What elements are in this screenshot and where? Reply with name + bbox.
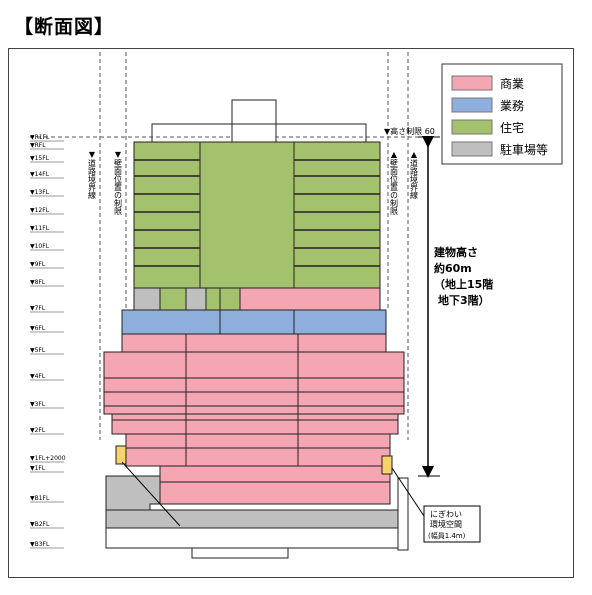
setback-label-right-inner: ▲壁面位置の制限 [390,150,399,216]
legend-swatch-parking [451,141,493,157]
residential-floor-lines [134,159,380,267]
floor-level-label: ▼10FL [30,243,50,250]
annotation-box [423,505,481,543]
building-height-line3: （地上15階 [434,277,493,291]
office-floor [121,309,387,335]
annotation-leader-left [121,461,181,527]
entrance-right [381,455,393,475]
page-title: 【断面図】 [14,16,115,38]
floor-level-label: ▼9FL [30,261,46,268]
floor-level-label: ▼8FL [30,279,46,286]
setback-label-left-outer: ▼道路境界線 [88,150,97,199]
building-height-dimension [418,136,440,478]
floor-level-label: ▼2FL [30,427,46,434]
basement-parking [105,475,409,559]
annotation-line1: にぎわい [430,509,462,519]
annotation-line2: 環境空間 [430,519,462,529]
legend-swatch-commercial [451,75,493,91]
setback-label-right-outer: ▲道路境界線 [410,150,419,199]
legend-label-parking: 駐車場等 [500,142,548,157]
floor-level-label: ▼1FL [30,465,46,472]
floor-level-label: ▼13FL [30,189,50,196]
building-height-line1: 建物高さ [434,245,478,259]
setback-label-left-inner: ▼壁面位置の制限 [114,150,123,216]
legend-label-residential: 住宅 [500,120,524,135]
floor-level-label: ▼B3FL [30,541,50,548]
floor-6-mixed [133,287,381,311]
building-height-line2: 約60m [434,261,472,275]
legend-label-office: 業務 [500,99,524,113]
legend: 商業 業務 住宅 駐車場等 [441,63,563,165]
floor-level-label: ▼12FL [30,207,50,214]
legend-label-commercial: 商業 [500,76,524,91]
floor-level-label: ▼B2FL [30,521,50,528]
floor-level-label: ▼11FL [30,225,50,232]
floor-level-label: ▼RFL [30,142,46,149]
floor-level-label: ▼6FL [30,325,46,332]
rooftop-frame [151,123,367,142]
annotation-leader [391,467,425,517]
rooftop-penthouse [231,99,277,143]
floor-level-label: ▼3FL [30,401,46,408]
floor-level-labels: ▼R1FL▼RFL ▼15FL ▼14FL ▼13FL ▼12FL ▼11FL ▼10FL ▼… [30,134,66,549]
diagram-frame [8,48,574,578]
floor-level-label: ▼14FL [30,171,50,178]
floor-level-label: ▼R1FL [30,134,50,141]
floor-level-label: ▼4FL [30,373,46,380]
floor-level-label: ▼B1FL [30,495,50,502]
building-height-line4: 地下3階） [438,293,490,307]
floor-level-label: ▼1FL+2000 [30,455,66,462]
legend-swatch-residential [451,119,493,135]
legend-swatch-office [451,97,493,113]
floor-level-label: ▼7FL [30,305,46,312]
annotation-line3: (幅員1.4m) [428,531,466,540]
commercial-podium [103,333,405,505]
floor-level-label: ▼5FL [30,347,46,354]
entrance-left [115,445,127,465]
height-limit-label: ▼高さ制限 60 [384,126,435,136]
commercial-floor-lines [104,334,404,483]
floor-level-label: ▼15FL [30,155,50,162]
